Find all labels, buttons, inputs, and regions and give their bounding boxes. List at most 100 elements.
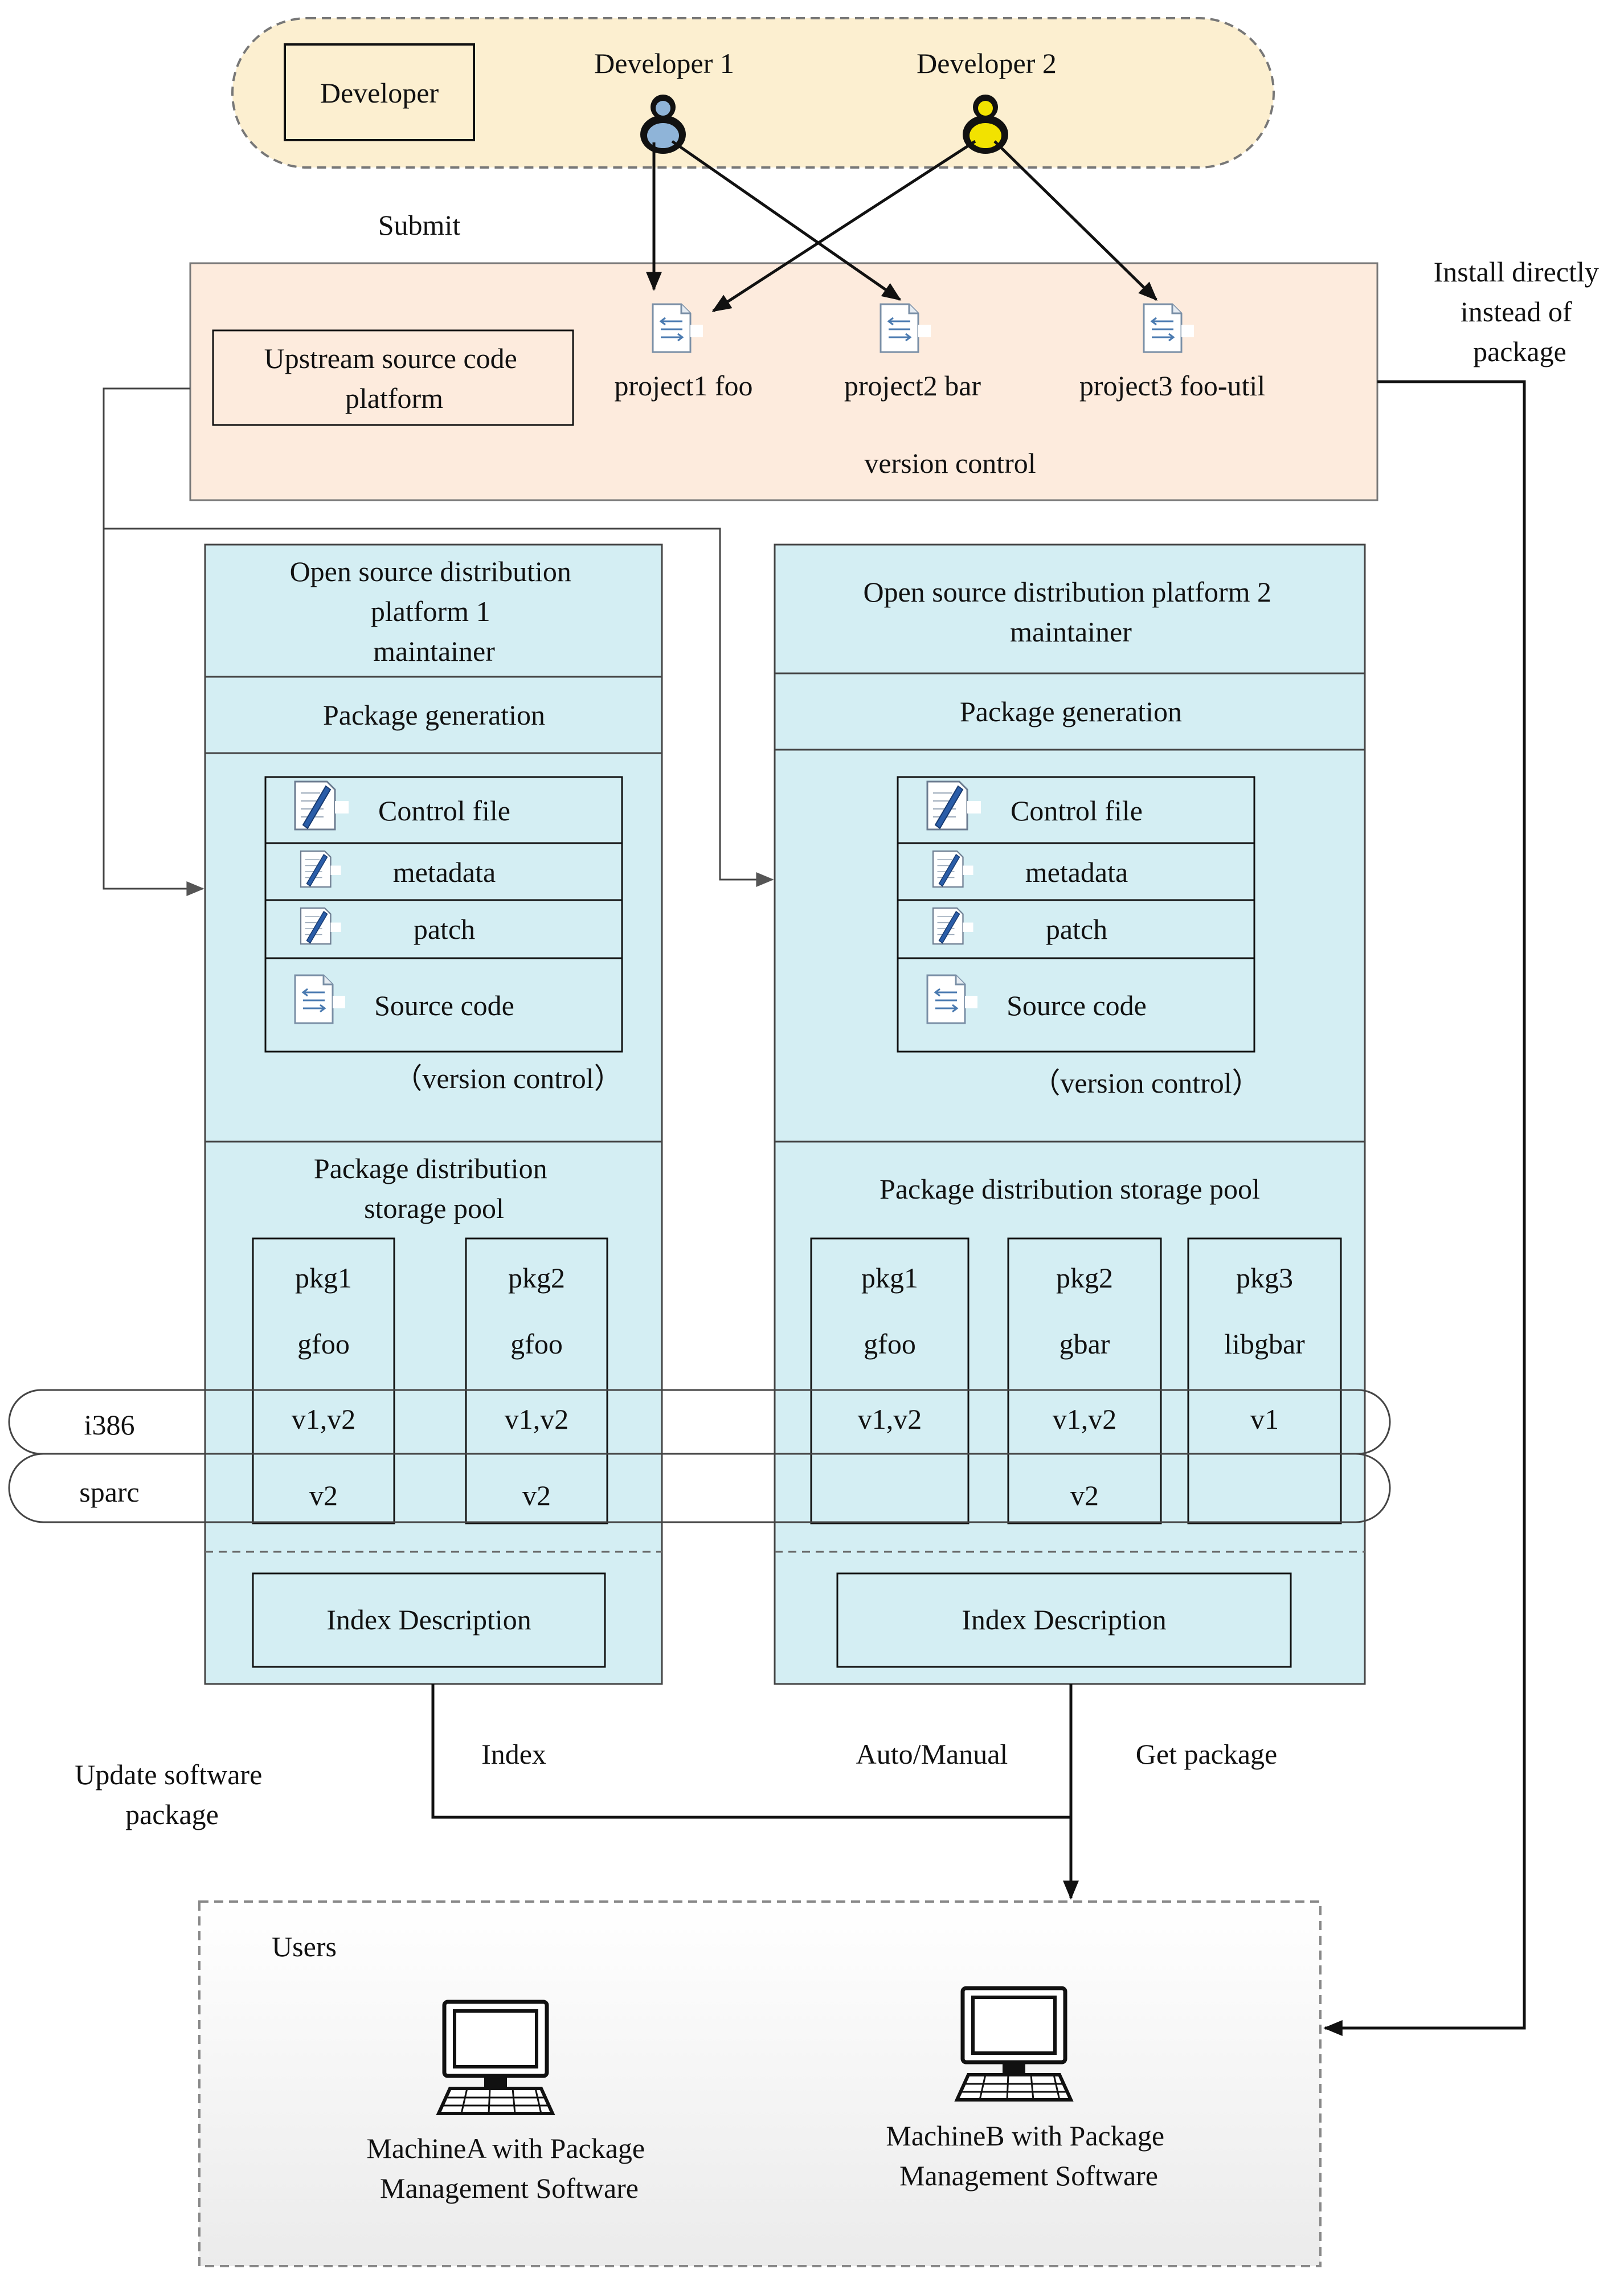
upstream-title: Upstream source code platform [264, 342, 525, 414]
architecture-rows: i386 sparc [8, 1389, 1391, 1523]
developer-1-label: Developer 1 [594, 47, 734, 79]
users-title: Users [272, 1931, 337, 1963]
platform-2-pkg1-column [810, 1237, 970, 1524]
install-directly-label: Install directly instead of package [1434, 256, 1606, 367]
platform-1-pkg2-name: gfoo [510, 1328, 563, 1360]
platform-1-pool-title: Package distribution storage pool [314, 1152, 554, 1224]
platform-2-title-line-1: Open source distribution platform 2 [863, 576, 1271, 608]
install-directly-line-1: Install directly [1434, 256, 1599, 288]
platform-1-index-box [252, 1572, 606, 1668]
platform-2-pkg2-i386: v1,v2 [1053, 1403, 1117, 1435]
update-software-label: Update software package [75, 1759, 269, 1830]
upstream-title-line-1: Upstream source code [264, 342, 517, 374]
platform-2-version-control: （version control） [1032, 1067, 1260, 1099]
platform-1-title-line-3: maintainer [373, 635, 495, 667]
platform-1-file-source: Source code [374, 990, 514, 1021]
platform-2-pkg3-name: libgbar [1224, 1328, 1305, 1360]
platform-2-pkg2-column [1007, 1237, 1162, 1524]
platform-2-file-control: Control file [1011, 795, 1143, 827]
install-directly-line-3: package [1473, 336, 1566, 367]
platform-1-pkg1-name: gfoo [297, 1328, 350, 1360]
upstream-platform-area [189, 262, 1378, 501]
platform-1-file-metadata: metadata [393, 856, 496, 888]
install-directly-arrow [1323, 380, 1526, 2036]
platform-1-pkg1-id: pkg1 [295, 1262, 352, 1294]
platform-1-package-generation: Package generation [323, 699, 545, 731]
platform-1-title: Open source distribution platform 1 main… [290, 555, 579, 667]
platform-2-pkg2-sparc: v2 [1070, 1479, 1099, 1511]
platform-2-title: Open source distribution platform 2 main… [863, 576, 1278, 648]
platform-1: Open source distribution platform 1 main… [204, 543, 663, 1685]
platform-2-frame [774, 543, 1366, 1685]
platform-1-pool-title-line-2: storage pool [364, 1192, 504, 1224]
install-directly-line-2: instead of [1461, 296, 1572, 328]
machine-b-line-1: MachineB with Package [886, 2120, 1164, 2152]
platform-2-pkg3-i386: v1 [1250, 1403, 1279, 1435]
developer-1-icon [640, 95, 686, 154]
developer-role-box [284, 43, 475, 141]
index-connectors [431, 1684, 1079, 1900]
developer-2-icon [963, 95, 1008, 154]
platform-2-pkg3-id: pkg3 [1236, 1262, 1293, 1294]
platform-1-file-patch: patch [414, 913, 475, 945]
platform-2-file-patch: patch [1046, 913, 1107, 945]
i386-label: i386 [84, 1409, 135, 1441]
platform-2-pkg1-name: gfoo [864, 1328, 916, 1360]
developer-role-label: Developer [320, 77, 439, 109]
sparc-label: sparc [79, 1476, 140, 1508]
platform-2-pkg1-i386: v1,v2 [858, 1403, 922, 1435]
platform-2-pkg1-id: pkg1 [861, 1262, 918, 1294]
connector-to-platform1 [103, 387, 204, 896]
machine-b-line-2: Management Software [899, 2160, 1158, 2192]
platform-1-index-label: Index Description [326, 1604, 531, 1636]
platform-1-pkg2-i386: v1,v2 [505, 1403, 569, 1435]
developer-group [231, 17, 1275, 169]
submit-label: Submit [378, 209, 461, 241]
upstream-version-control-label: version control [864, 447, 1036, 479]
platform-1-version-control: （version control） [394, 1062, 622, 1094]
platform-2-pkg2-name: gbar [1060, 1328, 1110, 1360]
upstream-to-platform-connectors [103, 387, 774, 896]
users-area [198, 1900, 1322, 2267]
update-software-line-2: package [125, 1798, 219, 1830]
platform1-index-line [431, 1684, 1071, 1819]
developer-2-label: Developer 2 [917, 47, 1057, 79]
upstream-title-line-2: platform [345, 382, 443, 414]
platform-2-pkg2-id: pkg2 [1056, 1262, 1113, 1294]
platform-1-file-control: Control file [378, 795, 510, 827]
update-software-line-1: Update software [75, 1759, 262, 1790]
machine-a-label: MachineA with Package Management Softwar… [366, 2132, 652, 2204]
platform-1-pool-title-line-1: Package distribution [314, 1152, 547, 1184]
machine-b-computer-icon [957, 1988, 1071, 2100]
machine-a-line-2: Management Software [380, 2172, 639, 2204]
get-package-label: Get package [1136, 1738, 1277, 1770]
platform-2-file-metadata: metadata [1025, 856, 1128, 888]
platform-1-title-line-1: Open source distribution [290, 555, 571, 587]
arrow-dev1-project2 [671, 140, 902, 301]
sparc-row [8, 1453, 1391, 1523]
platform-1-pkg1-sparc: v2 [309, 1479, 338, 1511]
platform-2-files-box [897, 776, 1255, 1053]
connector-to-platform2 [104, 528, 774, 887]
platform-2-pkg3-column [1187, 1237, 1342, 1524]
machine-b-label: MachineB with Package Management Softwar… [886, 2120, 1171, 2192]
project3-label: project3 foo-util [1079, 370, 1265, 402]
upstream-platform-box [212, 329, 574, 426]
platform-1-pkg2-column [465, 1237, 608, 1524]
auto-manual-label: Auto/Manual [856, 1738, 1008, 1770]
machine-a-computer-icon [439, 2002, 553, 2113]
arrow-dev2-project3 [993, 140, 1158, 301]
platform-2-file-source: Source code [1007, 990, 1147, 1021]
platform-1-pkg2-id: pkg2 [508, 1262, 565, 1294]
platform-1-pkg2-sparc: v2 [522, 1479, 551, 1511]
project1-label: project1 foo [615, 370, 753, 402]
project2-label: project2 bar [844, 370, 981, 402]
platform-2-pool-title: Package distribution storage pool [880, 1173, 1260, 1205]
platform-2-index-label: Index Description [962, 1604, 1167, 1636]
machine-a-line-1: MachineA with Package [366, 2132, 645, 2164]
platform-2: Open source distribution platform 2 main… [774, 543, 1366, 1685]
platform-1-pkg1-i386: v1,v2 [292, 1403, 356, 1435]
arrow-dev2-project1 [711, 140, 976, 313]
submit-arrows [646, 140, 1158, 313]
